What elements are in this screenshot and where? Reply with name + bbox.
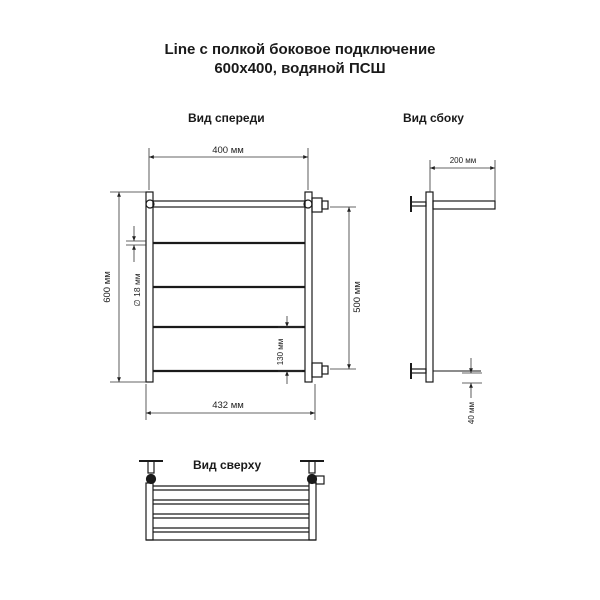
dim-500-label: 500 мм: [352, 281, 363, 313]
top-left-post: [145, 482, 154, 541]
dim-diameter-label: ∅ 18 мм: [132, 273, 142, 306]
right-post: [304, 191, 313, 383]
dim-40-label: 40 мм: [467, 402, 476, 424]
left-cap: [145, 199, 155, 209]
left-mount-stem: [147, 460, 155, 474]
dim-diameter: [126, 226, 146, 262]
left-mount-knob: [145, 473, 157, 485]
front-view: [145, 191, 329, 383]
right-mount-knob: [306, 473, 318, 485]
dim-200: [429, 160, 496, 201]
dim-130: [278, 316, 302, 384]
dim-432: [145, 384, 316, 420]
bottom-mount-stem: [410, 368, 427, 374]
side-view: [410, 191, 496, 383]
side-shelf: [432, 200, 496, 210]
dim-130-label: 130 мм: [276, 339, 285, 366]
top-mount-stem: [410, 201, 427, 207]
diagram-title-line1: Line с полкой боковое подключение: [164, 41, 436, 58]
dim-600: [110, 191, 146, 383]
right-mount-stem: [308, 460, 316, 474]
side-post: [425, 191, 434, 383]
left-post: [145, 191, 154, 383]
dim-400-label: 400 мм: [212, 145, 244, 156]
dim-400: [148, 148, 309, 190]
shelf-rod: [152, 200, 306, 208]
top-fitting-nut: [321, 200, 329, 210]
dim-200-label: 200 мм: [450, 156, 477, 165]
top-fitting: [315, 475, 325, 485]
top-view-label: Вид сверху: [193, 458, 262, 472]
bottom-fitting: [311, 362, 323, 378]
top-right-post: [308, 482, 317, 541]
dim-500: [330, 206, 356, 370]
side-view-label: Вид сбоку: [403, 111, 464, 125]
dim-600-label: 600 мм: [102, 271, 113, 303]
diagram-title-line2: 600х400, водяной ПСШ: [214, 60, 386, 77]
front-view-label: Вид спереди: [188, 111, 265, 125]
top-view: [139, 460, 325, 541]
bottom-fitting-nut: [321, 365, 329, 375]
dim-432-label: 432 мм: [212, 400, 244, 411]
dim-40: [462, 358, 482, 398]
top-fitting: [311, 197, 323, 213]
